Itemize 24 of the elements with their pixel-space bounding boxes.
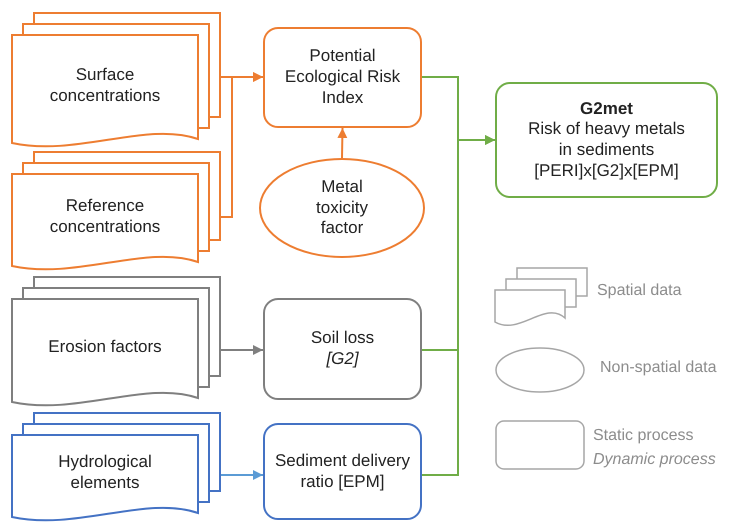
process-box — [495, 82, 718, 198]
legend-label: Static process — [593, 427, 694, 445]
node-label: Metal toxicity factor — [315, 176, 369, 240]
arrow — [220, 72, 263, 218]
node-label: Reference concentrations — [48, 196, 162, 238]
node-label: Sediment delivery ratio [EPM] — [274, 450, 412, 492]
arrow — [337, 128, 348, 158]
heading: G2met — [579, 98, 634, 120]
process-box — [263, 423, 422, 520]
node-label: Risk of heavy metals in sediments [PERI]x[G2]x[EPM] — [527, 119, 686, 182]
legend-label: Non-spatial data — [600, 359, 717, 377]
process-box — [263, 298, 422, 400]
arrow — [220, 345, 263, 355]
arrow — [422, 135, 495, 476]
arrow — [220, 470, 263, 480]
node-label: Surface concentrations — [48, 65, 162, 107]
data-ellipse — [259, 158, 425, 258]
node-label: Erosion factors — [47, 337, 163, 358]
node-label: Potential Ecological Risk Index — [284, 46, 402, 109]
node-label: Hydrological elements — [57, 452, 153, 494]
node-label: Soil loss [G2] — [310, 328, 376, 370]
process-box — [263, 27, 422, 128]
legend-label: Dynamic process — [593, 451, 716, 469]
legend-label: Spatial data — [597, 282, 682, 300]
